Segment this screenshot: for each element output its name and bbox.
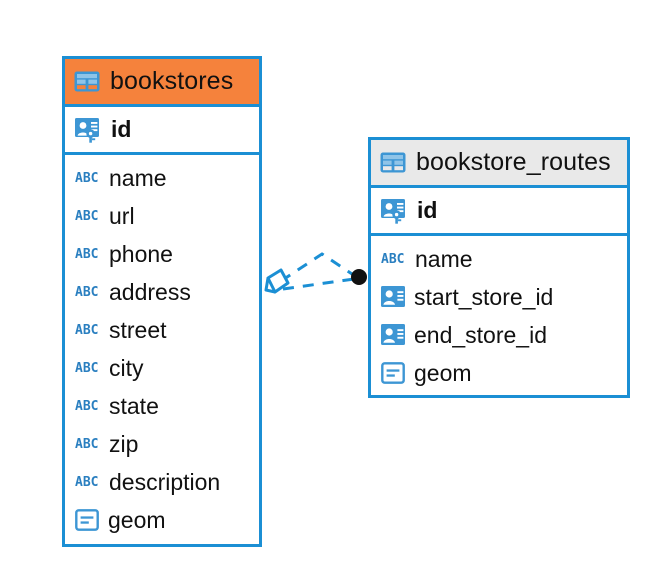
abc-icon-label: ABC [75, 247, 98, 262]
entity-header-bookstore-routes: bookstore_routes [371, 140, 627, 188]
primary-key-section-bookstore-routes: id [371, 188, 627, 236]
field-name-url: url [109, 202, 135, 229]
abc-text-icon: ABC [75, 399, 98, 414]
field-name-name: name [415, 245, 473, 272]
field-row-geom[interactable]: geom [65, 501, 259, 539]
field-name-id: id [111, 116, 132, 142]
entity-title-bookstore-routes: bookstore_routes [416, 148, 611, 176]
field-name-city: city [109, 354, 144, 381]
field-name-end-store-id: end_store_id [414, 321, 547, 348]
entity-header-bookstores: bookstores [65, 59, 259, 107]
primary-key-icon [75, 118, 99, 143]
abc-icon-label: ABC [75, 475, 98, 490]
field-section-bookstore-routes: ABC name start_store_id [371, 236, 627, 398]
abc-text-icon: ABC [75, 209, 98, 224]
abc-icon-label: ABC [75, 437, 98, 452]
foreign-key-icon [381, 324, 405, 345]
geometry-icon [381, 362, 405, 384]
field-name-name: name [109, 164, 167, 191]
abc-text-icon: ABC [75, 171, 98, 186]
abc-text-icon: ABC [75, 247, 98, 262]
field-row-id[interactable]: id [371, 188, 627, 233]
abc-icon-label: ABC [381, 252, 404, 267]
geometry-icon [75, 509, 99, 531]
field-row-phone[interactable]: ABC phone [65, 235, 259, 273]
abc-text-icon: ABC [75, 285, 98, 300]
relationship-line-upper [280, 252, 356, 283]
field-name-id: id [417, 197, 438, 223]
field-name-geom: geom [108, 506, 166, 533]
field-name-street: street [109, 316, 167, 343]
field-section-bookstores: ABC name ABC url ABC phone ABC [65, 155, 259, 545]
primary-key-section-bookstores: id [65, 107, 259, 155]
field-name-phone: phone [109, 240, 173, 267]
field-name-address: address [109, 278, 191, 305]
entity-table-bookstore-routes[interactable]: bookstore_routes id [368, 137, 630, 398]
relationship-line-lower [282, 277, 355, 291]
field-row-name[interactable]: ABC name [65, 159, 259, 197]
entity-table-bookstores[interactable]: bookstores id [62, 56, 262, 547]
abc-text-icon: ABC [75, 437, 98, 452]
field-row-description[interactable]: ABC description [65, 463, 259, 501]
entity-title-bookstores: bookstores [110, 67, 234, 95]
field-row-name[interactable]: ABC name [371, 240, 627, 278]
table-icon [380, 152, 406, 173]
abc-icon-label: ABC [75, 399, 98, 414]
field-name-geom: geom [414, 359, 472, 386]
abc-icon-label: ABC [75, 285, 98, 300]
abc-text-icon: ABC [75, 361, 98, 376]
diamond-crowsfoot-marker [264, 268, 290, 294]
field-row-url[interactable]: ABC url [65, 197, 259, 235]
field-name-state: state [109, 392, 159, 419]
field-row-start-store-id[interactable]: start_store_id [371, 278, 627, 316]
field-row-city[interactable]: ABC city [65, 349, 259, 387]
field-row-end-store-id[interactable]: end_store_id [371, 316, 627, 354]
abc-text-icon: ABC [75, 323, 98, 338]
field-row-geom[interactable]: geom [371, 354, 627, 392]
foreign-key-icon [381, 286, 405, 307]
filled-circle-marker [351, 269, 367, 285]
field-name-description: description [109, 468, 221, 495]
field-row-zip[interactable]: ABC zip [65, 425, 259, 463]
abc-text-icon: ABC [381, 252, 404, 267]
abc-icon-label: ABC [75, 171, 98, 186]
table-icon [74, 71, 100, 92]
field-row-street[interactable]: ABC street [65, 311, 259, 349]
field-row-state[interactable]: ABC state [65, 387, 259, 425]
field-name-zip: zip [109, 430, 139, 457]
field-row-address[interactable]: ABC address [65, 273, 259, 311]
field-row-id[interactable]: id [65, 107, 259, 152]
abc-icon-label: ABC [75, 361, 98, 376]
field-name-start-store-id: start_store_id [414, 283, 554, 310]
abc-icon-label: ABC [75, 323, 98, 338]
primary-key-icon [381, 199, 405, 224]
abc-text-icon: ABC [75, 475, 98, 490]
abc-icon-label: ABC [75, 209, 98, 224]
